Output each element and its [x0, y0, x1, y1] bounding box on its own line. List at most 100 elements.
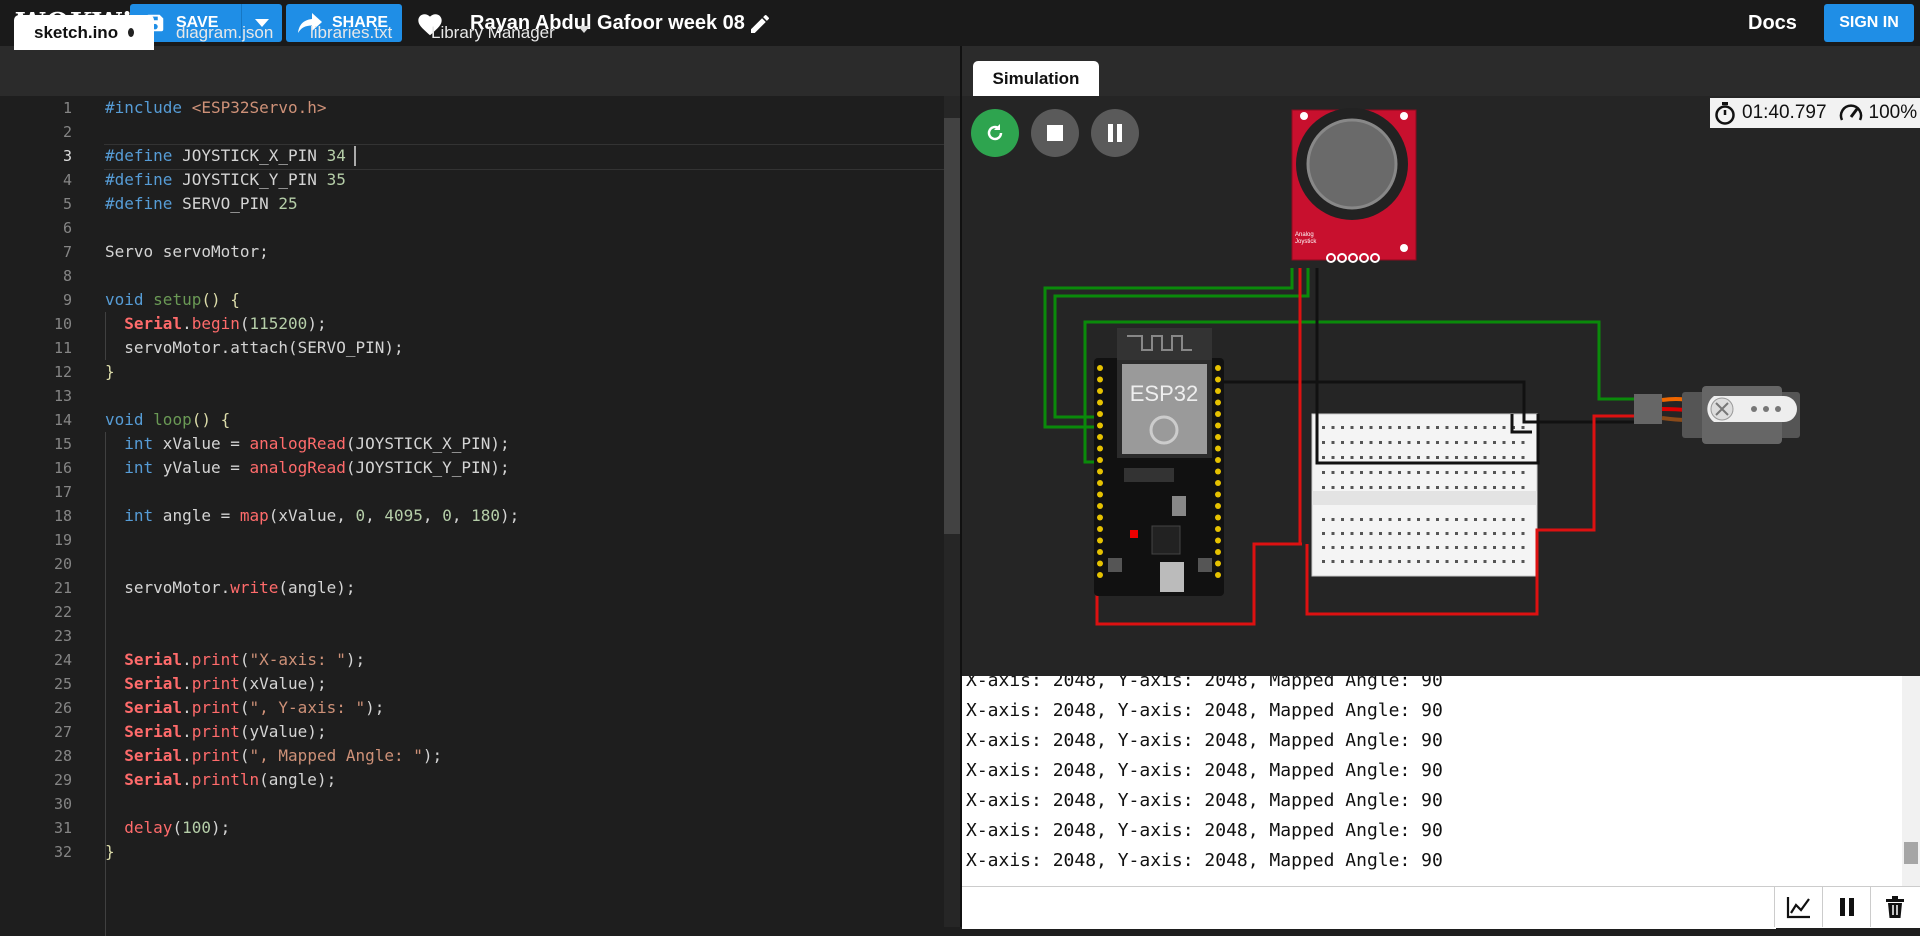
line-number: 6: [0, 216, 72, 240]
serial-line: X-axis: 2048, Y-axis: 2048, Mapped Angle…: [966, 760, 1443, 781]
line-number: 21: [0, 576, 72, 600]
line-number: 24: [0, 648, 72, 672]
code-line: Serial.print(xValue);: [105, 672, 327, 696]
pause-icon: [1107, 124, 1123, 142]
servo-motor[interactable]: [1634, 386, 1800, 444]
code-line: }: [105, 840, 115, 864]
simulation-canvas[interactable]: /* placeholder to keep svg valid */ Anal…: [962, 96, 1920, 676]
serial-monitor-output[interactable]: X-axis: 2048, Y-axis: 2048, Mapped Angle…: [962, 676, 1920, 886]
restart-simulation-button[interactable]: [971, 109, 1019, 157]
code-line: #include <ESP32Servo.h>: [105, 96, 327, 120]
line-number: 31: [0, 816, 72, 840]
line-number: 15: [0, 432, 72, 456]
code-line: delay(100);: [105, 816, 230, 840]
tab-sketch-ino[interactable]: sketch.ino: [14, 15, 154, 50]
stop-simulation-button[interactable]: [1031, 109, 1079, 157]
code-line: }: [105, 360, 115, 384]
joystick-label: Analog: [1295, 232, 1314, 238]
code-line: servoMotor.attach(SERVO_PIN);: [105, 336, 404, 360]
tab-libraries-txt[interactable]: libraries.txt: [290, 15, 412, 50]
esp32-board[interactable]: ESP32: [1094, 328, 1224, 596]
line-number: 11: [0, 336, 72, 360]
line-number: 27: [0, 720, 72, 744]
analog-joystick[interactable]: Analog Joystick: [1292, 108, 1416, 262]
code-line: void loop() {: [105, 408, 230, 432]
line-number: 19: [0, 528, 72, 552]
unsaved-dot-icon: [128, 28, 134, 37]
line-number: 1: [0, 96, 72, 120]
serial-line: X-axis: 2048, Y-axis: 2048, Mapped Angle…: [966, 850, 1443, 871]
tab-simulation[interactable]: Simulation: [973, 61, 1099, 96]
code-line: Servo servoMotor;: [105, 240, 269, 264]
line-number: 8: [0, 264, 72, 288]
esp32-label: ESP32: [1130, 381, 1199, 406]
tab-label: Library Manager: [431, 23, 555, 43]
serial-plotter-button[interactable]: [1774, 887, 1823, 927]
line-number: 14: [0, 408, 72, 432]
tab-label: libraries.txt: [310, 23, 392, 43]
code-line: Serial.print("X-axis: ");: [105, 648, 365, 672]
line-number: 7: [0, 240, 72, 264]
code-line: Serial.print(yValue);: [105, 720, 327, 744]
line-number: 9: [0, 288, 72, 312]
restart-icon: [983, 121, 1007, 145]
code-line: #define JOYSTICK_X_PIN 34: [105, 144, 346, 168]
text-cursor: [354, 146, 356, 166]
tab-diagram-json[interactable]: diagram.json: [156, 15, 293, 50]
line-number: 26: [0, 696, 72, 720]
simulation-status: 01:40.797 100%: [1710, 98, 1920, 128]
code-line: int xValue = analogRead(JOYSTICK_X_PIN);: [105, 432, 510, 456]
line-number: 10: [0, 312, 72, 336]
simulation-speed: 100%: [1869, 102, 1918, 124]
serial-clear-button[interactable]: [1870, 887, 1919, 927]
serial-line: X-axis: 2048, Y-axis: 2048, Mapped Angle…: [966, 790, 1443, 811]
line-number: 3: [0, 144, 72, 168]
serial-scrollbar-thumb[interactable]: [1904, 842, 1918, 864]
line-number: 23: [0, 624, 72, 648]
line-number: 5: [0, 192, 72, 216]
code-line: Serial.print(", Mapped Angle: ");: [105, 744, 442, 768]
line-number: 17: [0, 480, 72, 504]
serial-line: X-axis: 2048, Y-axis: 2048, Mapped Angle…: [966, 730, 1443, 751]
tab-label: diagram.json: [176, 23, 273, 43]
code-editor[interactable]: 1 #include <ESP32Servo.h> 2 3 #define JOYS…: [0, 96, 944, 927]
tab-label: sketch.ino: [34, 23, 118, 43]
breadboard[interactable]: /* placeholder to keep svg valid */: [1312, 414, 1537, 576]
pencil-icon[interactable]: [748, 12, 772, 36]
trash-icon: [1885, 896, 1905, 918]
wire-red: [1300, 268, 1302, 544]
line-number: 13: [0, 384, 72, 408]
line-number: 20: [0, 552, 72, 576]
docs-link[interactable]: Docs: [1748, 12, 1797, 35]
serial-input[interactable]: [962, 887, 1776, 929]
editor-tabs-bar: [0, 46, 960, 96]
circuit-diagram: /* placeholder to keep svg valid */ Anal…: [962, 96, 1920, 676]
stopwatch-icon: [1714, 101, 1736, 125]
serial-line: X-axis: 2048, Y-axis: 2048, Mapped Angle…: [966, 676, 1443, 691]
line-number: 4: [0, 168, 72, 192]
serial-line: X-axis: 2048, Y-axis: 2048, Mapped Angle…: [966, 820, 1443, 841]
line-number: 16: [0, 456, 72, 480]
tab-library-manager[interactable]: Library Manager: [411, 15, 575, 50]
line-number: 30: [0, 792, 72, 816]
code-line: int angle = map(xValue, 0, 4095, 0, 180)…: [105, 504, 519, 528]
speedometer-icon: [1839, 102, 1863, 124]
line-number: 32: [0, 840, 72, 864]
editor-scrollbar-thumb[interactable]: [944, 118, 960, 534]
pause-simulation-button[interactable]: [1091, 109, 1139, 157]
stop-icon: [1047, 125, 1063, 141]
elapsed-time: 01:40.797: [1742, 102, 1827, 124]
line-number: 18: [0, 504, 72, 528]
serial-pause-button[interactable]: [1822, 887, 1871, 927]
code-line: void setup() {: [105, 288, 240, 312]
line-number: 29: [0, 768, 72, 792]
chart-line-icon: [1786, 895, 1812, 919]
joystick-label: Joystick: [1295, 239, 1317, 245]
line-number: 22: [0, 600, 72, 624]
sign-in-button[interactable]: SIGN IN: [1824, 4, 1914, 42]
tabs-menu-caret-icon[interactable]: [578, 26, 590, 33]
pause-icon: [1839, 898, 1855, 916]
code-line: Serial.begin(115200);: [105, 312, 327, 336]
line-number: 2: [0, 120, 72, 144]
line-number: 12: [0, 360, 72, 384]
